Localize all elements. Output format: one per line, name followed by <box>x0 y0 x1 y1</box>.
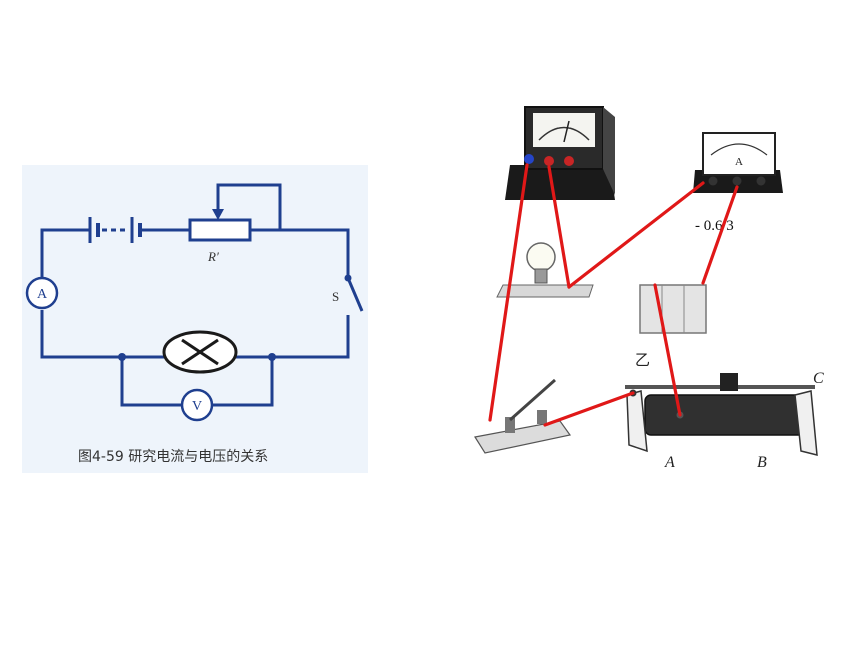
rheostat-device <box>625 373 818 456</box>
ammeter-terminal-labels: - 0.6 3 <box>695 218 734 234</box>
circuit-schematic: R′ A S V 图4-59 研究电流与电压的关系 <box>22 165 368 473</box>
junction-right <box>268 353 276 361</box>
ammeter-face-label: A <box>735 156 743 168</box>
voltmeter-device <box>505 106 615 200</box>
rheostat-symbol <box>188 195 252 242</box>
schematic-background <box>22 165 368 473</box>
apparatus-drawing: A - 0.6 3 乙 A B C <box>474 106 824 471</box>
rheostat-label: R′ <box>207 249 219 264</box>
schematic-wires <box>40 183 350 407</box>
switch-symbol <box>344 274 364 312</box>
wire-ammeter-to-battery <box>701 185 739 285</box>
ammeter-terminal-3 <box>756 176 766 186</box>
wire-battery-to-rheostat <box>653 283 682 417</box>
ammeter-label: A <box>37 287 48 302</box>
voltmeter-terminal-3 <box>544 156 554 166</box>
ammeter-symbol <box>25 276 59 310</box>
connection-wires <box>488 163 739 427</box>
figure-caption: 图4-59 研究电流与电压的关系 <box>78 449 268 465</box>
wire-switch-to-rheostat <box>543 391 635 427</box>
junction-left <box>118 353 126 361</box>
wire-voltmeter-to-switch <box>488 163 529 422</box>
switch-device <box>474 378 572 454</box>
switch-label: S <box>332 289 339 304</box>
wire-voltmeter-to-lamp <box>547 165 571 289</box>
battery-symbol <box>88 217 142 243</box>
battery-device <box>639 284 707 334</box>
wire-lamp-to-ammeter <box>567 181 705 289</box>
rheostat-terminal-b-label: B <box>757 454 767 471</box>
rheostat-terminal-c-label: C <box>813 370 824 387</box>
rheostat-terminal-a-label: A <box>664 454 675 471</box>
voltmeter-label: V <box>192 399 202 414</box>
battery-label: 乙 <box>635 353 650 369</box>
ammeter-device <box>693 132 783 193</box>
voltmeter-symbol <box>180 388 214 422</box>
voltmeter-terminal-15 <box>564 156 574 166</box>
ammeter-terminal-06 <box>732 176 742 186</box>
lamp-symbol <box>162 330 238 374</box>
ammeter-terminal-neg <box>708 176 718 186</box>
voltmeter-terminal-neg <box>524 154 534 164</box>
